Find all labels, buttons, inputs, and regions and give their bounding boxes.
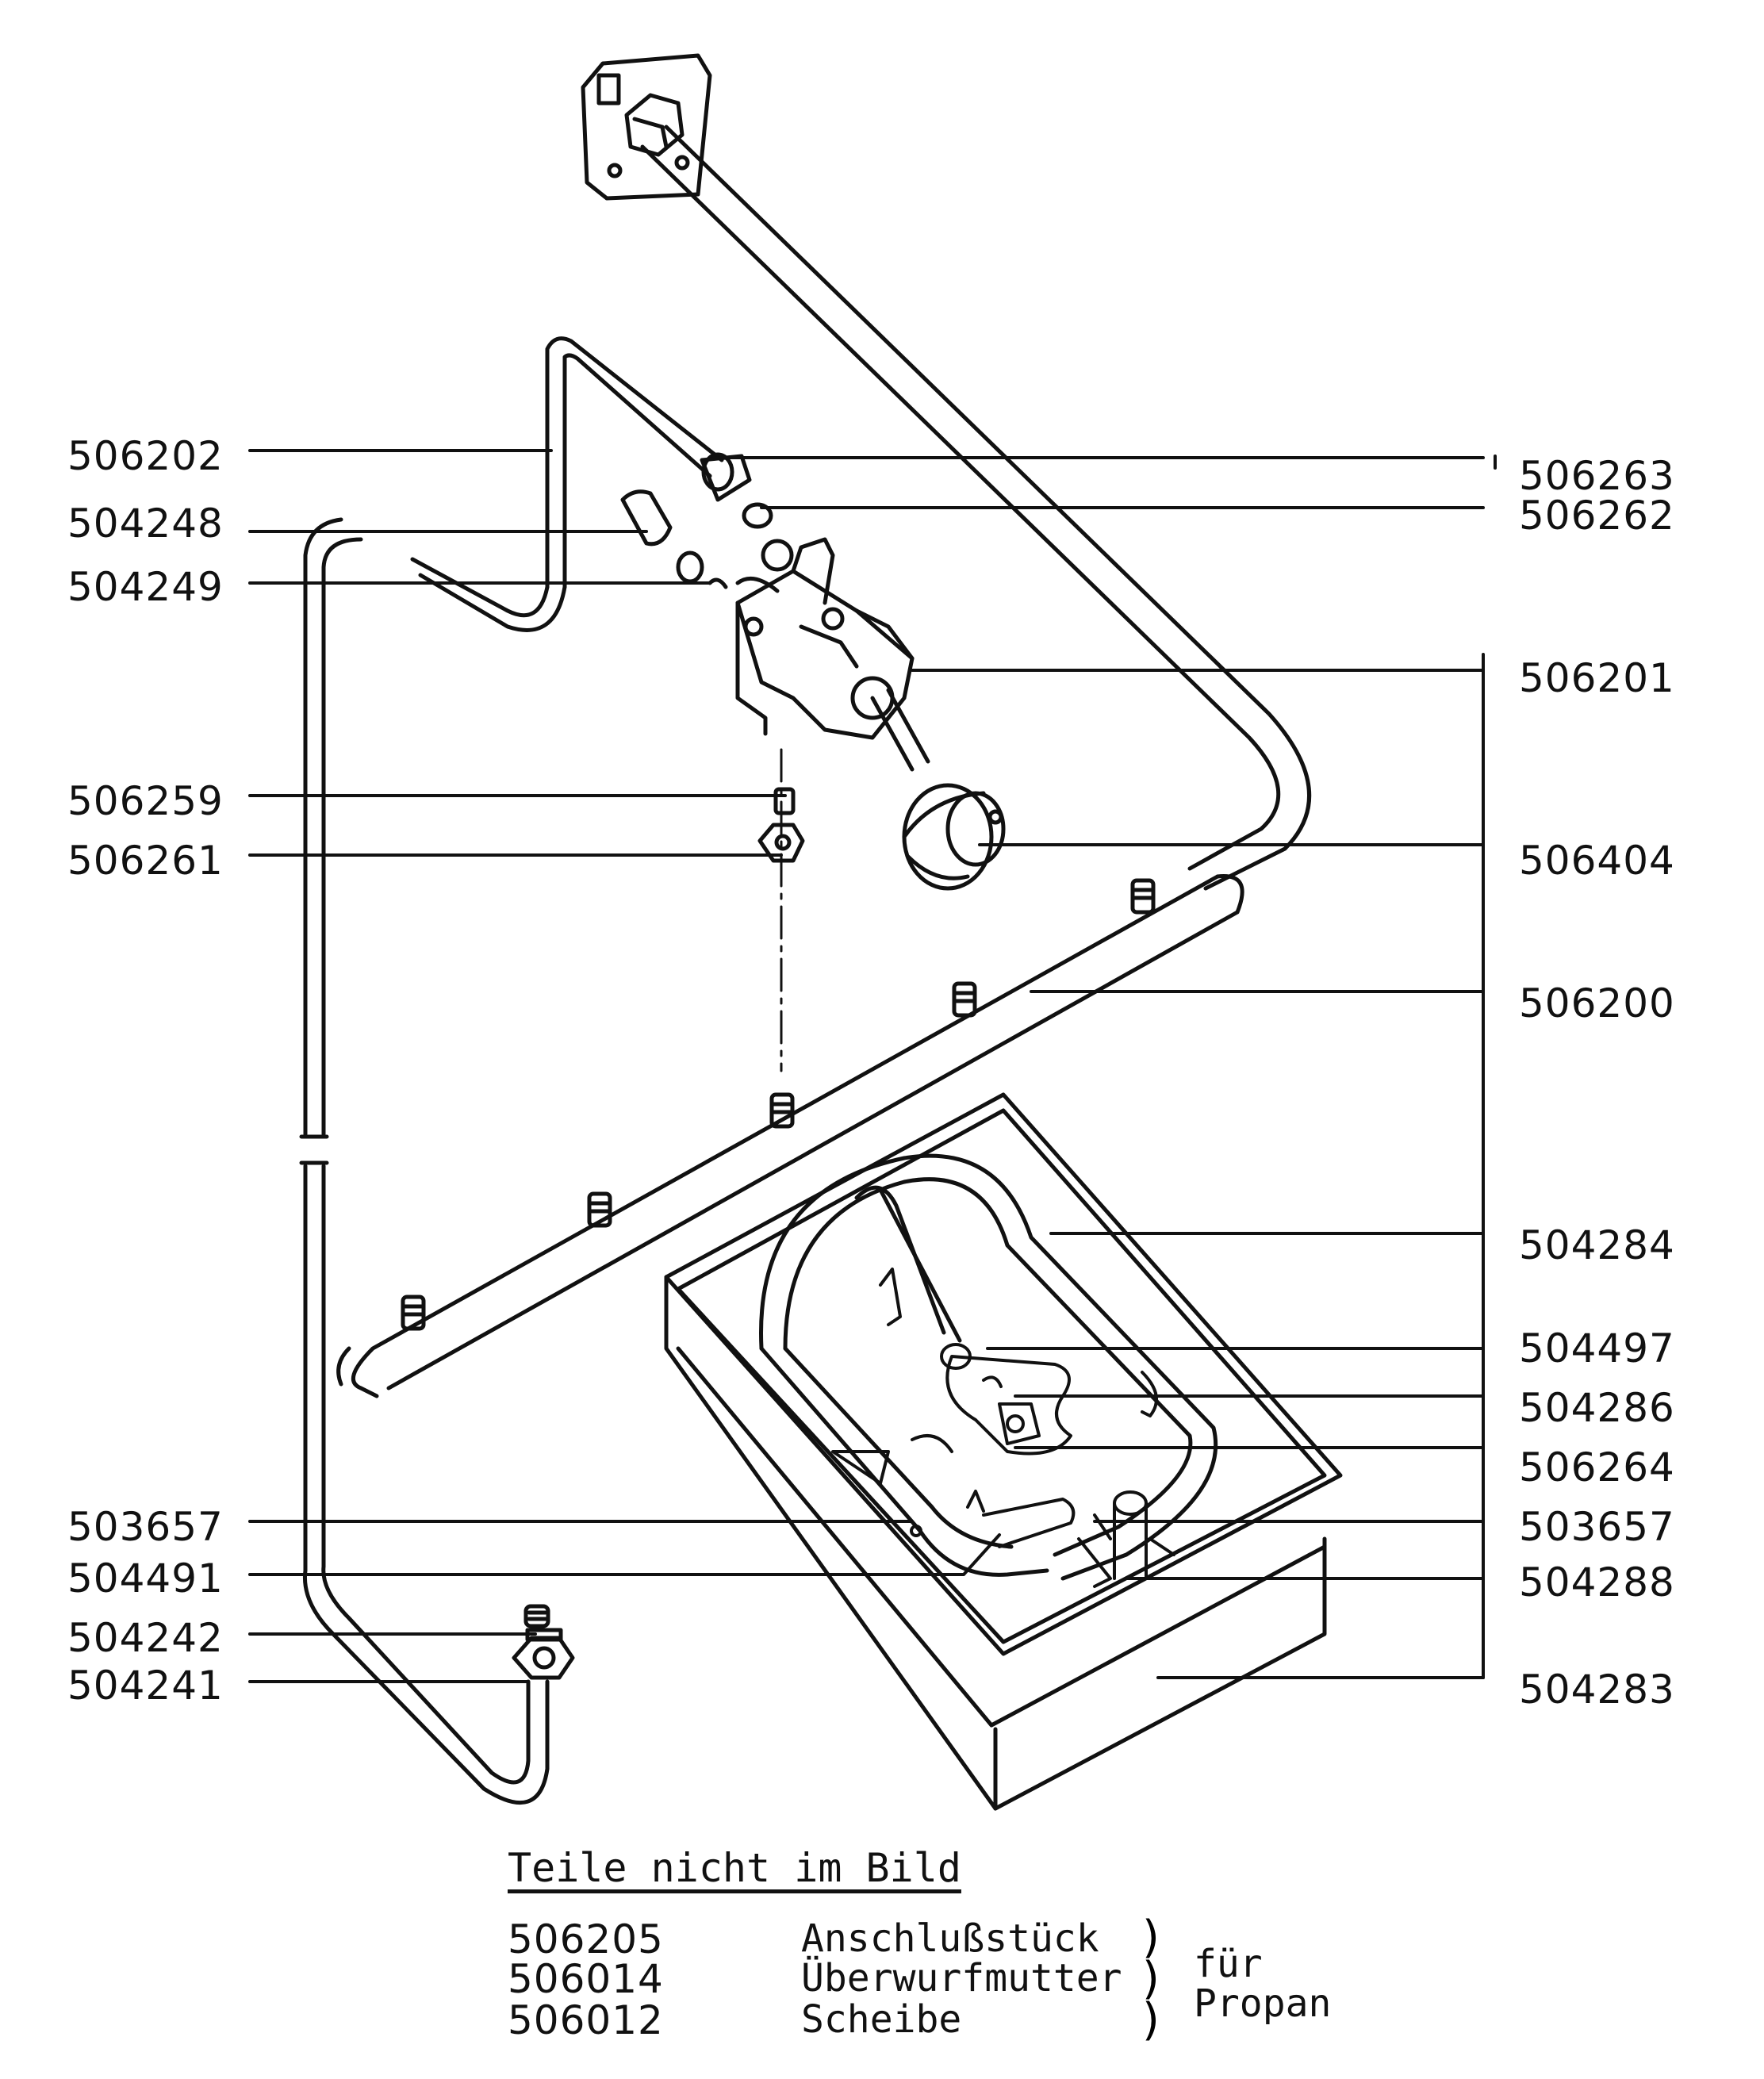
wall-fitting (581, 53, 712, 201)
bracket-2: ) (1142, 1953, 1160, 2004)
not-shown-number-1: 506205 (508, 1916, 664, 1962)
burner-jets (401, 878, 1156, 1331)
callout-506201: 506201 (1519, 655, 1675, 701)
callout-503657-left: 503657 (67, 1504, 224, 1550)
callout-506262: 506262 (1519, 493, 1675, 539)
callout-504283: 504283 (1519, 1667, 1675, 1713)
pilot-assembly (831, 1268, 1175, 1588)
main-gas-pipe (640, 125, 1311, 891)
not-shown-name-1: Anschlußstück (801, 1916, 1099, 1961)
callout-504497: 504497 (1519, 1325, 1675, 1371)
callout-504286: 504286 (1519, 1385, 1675, 1431)
not-shown-number-3: 506012 (508, 1997, 664, 2043)
bracket-3: ) (1142, 1994, 1160, 2046)
union-nut (512, 1604, 575, 1680)
callout-506264: 506264 (1519, 1444, 1675, 1490)
supply-loop-tube (299, 517, 550, 1805)
callout-506202: 506202 (67, 433, 224, 479)
callout-504491: 504491 (67, 1555, 224, 1601)
callout-503657-right: 503657 (1519, 1504, 1675, 1550)
control-knob (902, 783, 1006, 891)
valve-fittings (620, 452, 780, 593)
callout-504249: 504249 (67, 564, 224, 610)
bracket-1: ) (1142, 1912, 1160, 1963)
pilot-tube (410, 336, 724, 632)
callout-504248: 504248 (67, 501, 224, 547)
callout-504288: 504288 (1519, 1559, 1675, 1605)
callout-506404: 506404 (1519, 838, 1675, 884)
callout-504241: 504241 (67, 1663, 224, 1709)
burner-tray (664, 1092, 1343, 1811)
not-shown-name-3: Scheibe (801, 1997, 962, 2042)
group-note-line1: für (1194, 1942, 1263, 1986)
callout-504284: 504284 (1519, 1222, 1675, 1268)
not-shown-name-2: Überwurfmutter (801, 1956, 1122, 2000)
gas-valve (735, 537, 930, 772)
not-shown-number-2: 506014 (508, 1956, 664, 2002)
callout-504242: 504242 (67, 1615, 224, 1661)
burner-ring (759, 1153, 1218, 1581)
valve-nut (757, 787, 805, 863)
leader-lines (248, 449, 1497, 1683)
callout-506261: 506261 (67, 838, 224, 884)
callout-506263: 506263 (1519, 453, 1675, 499)
callout-506259: 506259 (67, 778, 224, 824)
not-shown-heading: Teile nicht im Bild (508, 1845, 961, 1891)
group-note-line2: Propan (1194, 1981, 1332, 2026)
callout-506200: 506200 (1519, 980, 1675, 1026)
